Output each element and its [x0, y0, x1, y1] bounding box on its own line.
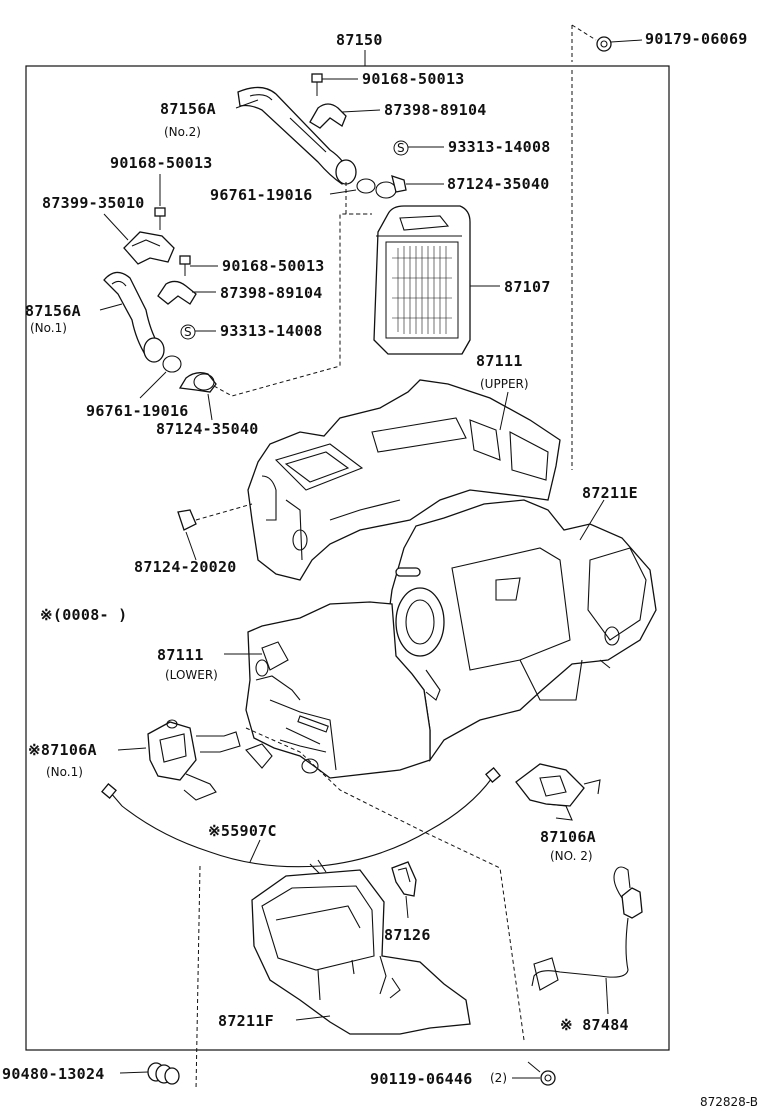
bracket-87126 — [391, 861, 417, 919]
label-96761-19016-low: 96761-19016 — [86, 402, 189, 420]
label-87111-upper-sub: (UPPER) — [480, 377, 529, 391]
label-96761-19016-top: 96761-19016 — [210, 186, 313, 204]
nut-90179-06069 — [596, 36, 643, 52]
label-87106A-no1: ※87106A — [28, 741, 97, 759]
servo-87106A-no2 — [515, 763, 601, 821]
assembly-frame — [25, 65, 670, 1051]
label-87106A-no2: 87106A — [540, 828, 596, 846]
bolt-90168-50013-mid — [179, 255, 218, 276]
label-87211F: 87211F — [218, 1012, 274, 1030]
bolt-90168-50013-left — [154, 174, 166, 230]
label-87156A-no1: 87156A — [25, 302, 81, 320]
label-87399-35010: 87399-35010 — [42, 194, 145, 212]
label-87211E: 87211E — [582, 484, 638, 502]
label-93313-14008-top: 93313-14008 — [448, 138, 551, 156]
label-90168-50013-mid: 90168-50013 — [222, 257, 325, 275]
servo-87106A-no1 — [147, 719, 241, 801]
label-87484: ※ 87484 — [560, 1016, 629, 1034]
grommet-90480-13024 — [119, 1062, 180, 1085]
label-87398-89104-top: 87398-89104 — [384, 101, 487, 119]
note-range: ※(0008- ) — [40, 606, 128, 624]
figure-code: 872828-B — [700, 1095, 758, 1109]
housing-87211F — [251, 869, 471, 1035]
heater-core-87107 — [373, 205, 500, 355]
case-87111-upper — [247, 379, 561, 581]
label-87156A-no2-sub: (No.2) — [164, 125, 201, 139]
pipe-87156A-no2 — [237, 86, 357, 185]
sensor-87484 — [531, 866, 643, 1015]
label-90119-06446: 90119-06446 — [370, 1070, 473, 1088]
housing-87211E — [387, 499, 657, 763]
label-90179-06069: 90179-06069 — [645, 30, 748, 48]
svg-text:S: S — [184, 325, 192, 339]
oring-96761-19016-low — [139, 355, 182, 399]
label-90119-06446-qty: (2) — [490, 1071, 507, 1085]
bolt-90168-50013-top — [311, 73, 358, 96]
label-87106A-no2-sub: (NO. 2) — [550, 849, 593, 863]
label-87124-20020: 87124-20020 — [134, 558, 237, 576]
clip-87124-35040-top — [375, 175, 444, 199]
label-87398-89104-mid: 87398-89104 — [220, 284, 323, 302]
label-87106A-no1-sub: (No.1) — [46, 765, 83, 779]
label-90168-50013-left: 90168-50013 — [110, 154, 213, 172]
label-93313-14008-mid: 93313-14008 — [220, 322, 323, 340]
bracket-87399-35010 — [103, 213, 175, 265]
label-90168-50013-top: 90168-50013 — [362, 70, 465, 88]
assembly-number: 87150 — [336, 31, 383, 49]
label-55907C: ※55907C — [208, 822, 277, 840]
svg-text:S: S — [397, 141, 405, 155]
clamp-87398-89104-top — [309, 103, 381, 129]
cable-55907C — [101, 767, 501, 875]
case-87111-lower — [245, 601, 431, 779]
label-87111-lower-sub: (LOWER) — [165, 668, 218, 682]
label-87111-upper: 87111 — [476, 352, 523, 370]
s-mark-mid: S — [180, 324, 216, 340]
label-87124-35040-low: 87124-35040 — [156, 420, 259, 438]
label-87156A-no1-sub: (No.1) — [30, 321, 67, 335]
label-87126: 87126 — [384, 926, 431, 944]
label-87107: 87107 — [504, 278, 551, 296]
clip-87124-35040-low — [178, 372, 217, 421]
clip-87124-20020 — [177, 503, 253, 561]
clamp-87398-89104-mid — [157, 280, 216, 305]
label-87156A-no2: 87156A — [160, 100, 216, 118]
bolt-90119-06446 — [512, 1061, 556, 1086]
pipe-87156A-no1 — [103, 271, 165, 363]
label-87124-35040-top: 87124-35040 — [447, 175, 550, 193]
label-90480-13024: 90480-13024 — [2, 1065, 105, 1083]
oring-96761-19016-top — [329, 178, 376, 195]
s-mark-top: S — [393, 140, 444, 156]
label-87111-lower: 87111 — [157, 646, 204, 664]
